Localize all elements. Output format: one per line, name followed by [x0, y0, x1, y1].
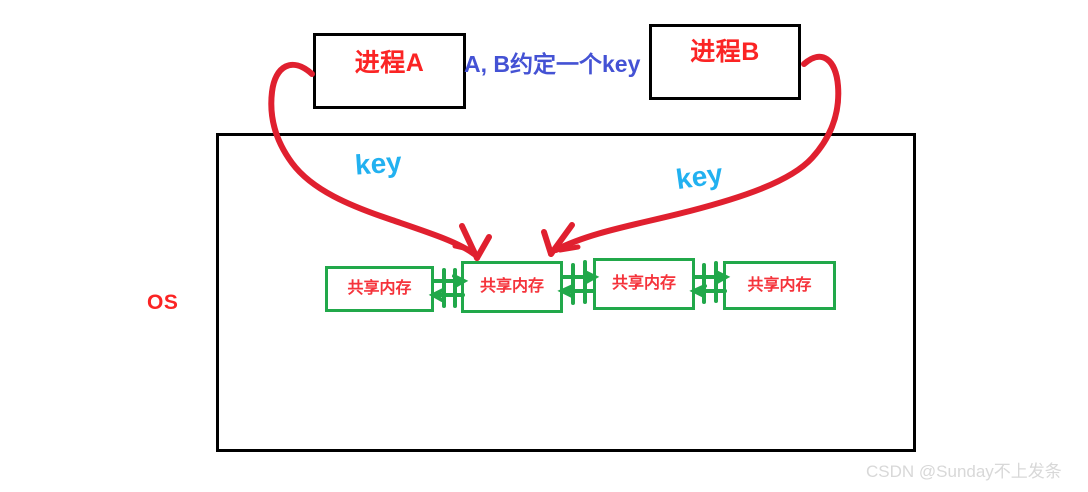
- shared-memory-box-1: 共享内存: [325, 266, 434, 312]
- key-label-right: key: [674, 157, 725, 196]
- os-label: OS: [147, 291, 179, 314]
- key-agreement-annotation: A, B约定一个key: [464, 51, 641, 77]
- shared-memory-label: 共享内存: [747, 276, 812, 294]
- shared-memory-label: 共享内存: [611, 275, 676, 292]
- process-a-box: 进程A: [313, 33, 466, 109]
- process-b-box: 进程B: [649, 24, 801, 100]
- shared-memory-box-2: 共享内存: [461, 261, 563, 313]
- key-label-left: key: [353, 146, 403, 181]
- shared-memory-label: 共享内存: [479, 278, 544, 295]
- shared-memory-box-4: 共享内存: [723, 261, 836, 310]
- process-a-label: 进程A: [354, 48, 425, 77]
- shared-memory-label: 共享内存: [347, 280, 412, 297]
- process-b-label: 进程B: [690, 37, 760, 66]
- shared-memory-box-3: 共享内存: [593, 258, 695, 310]
- csdn-watermark: CSDN @Sunday不上发条: [866, 462, 1062, 481]
